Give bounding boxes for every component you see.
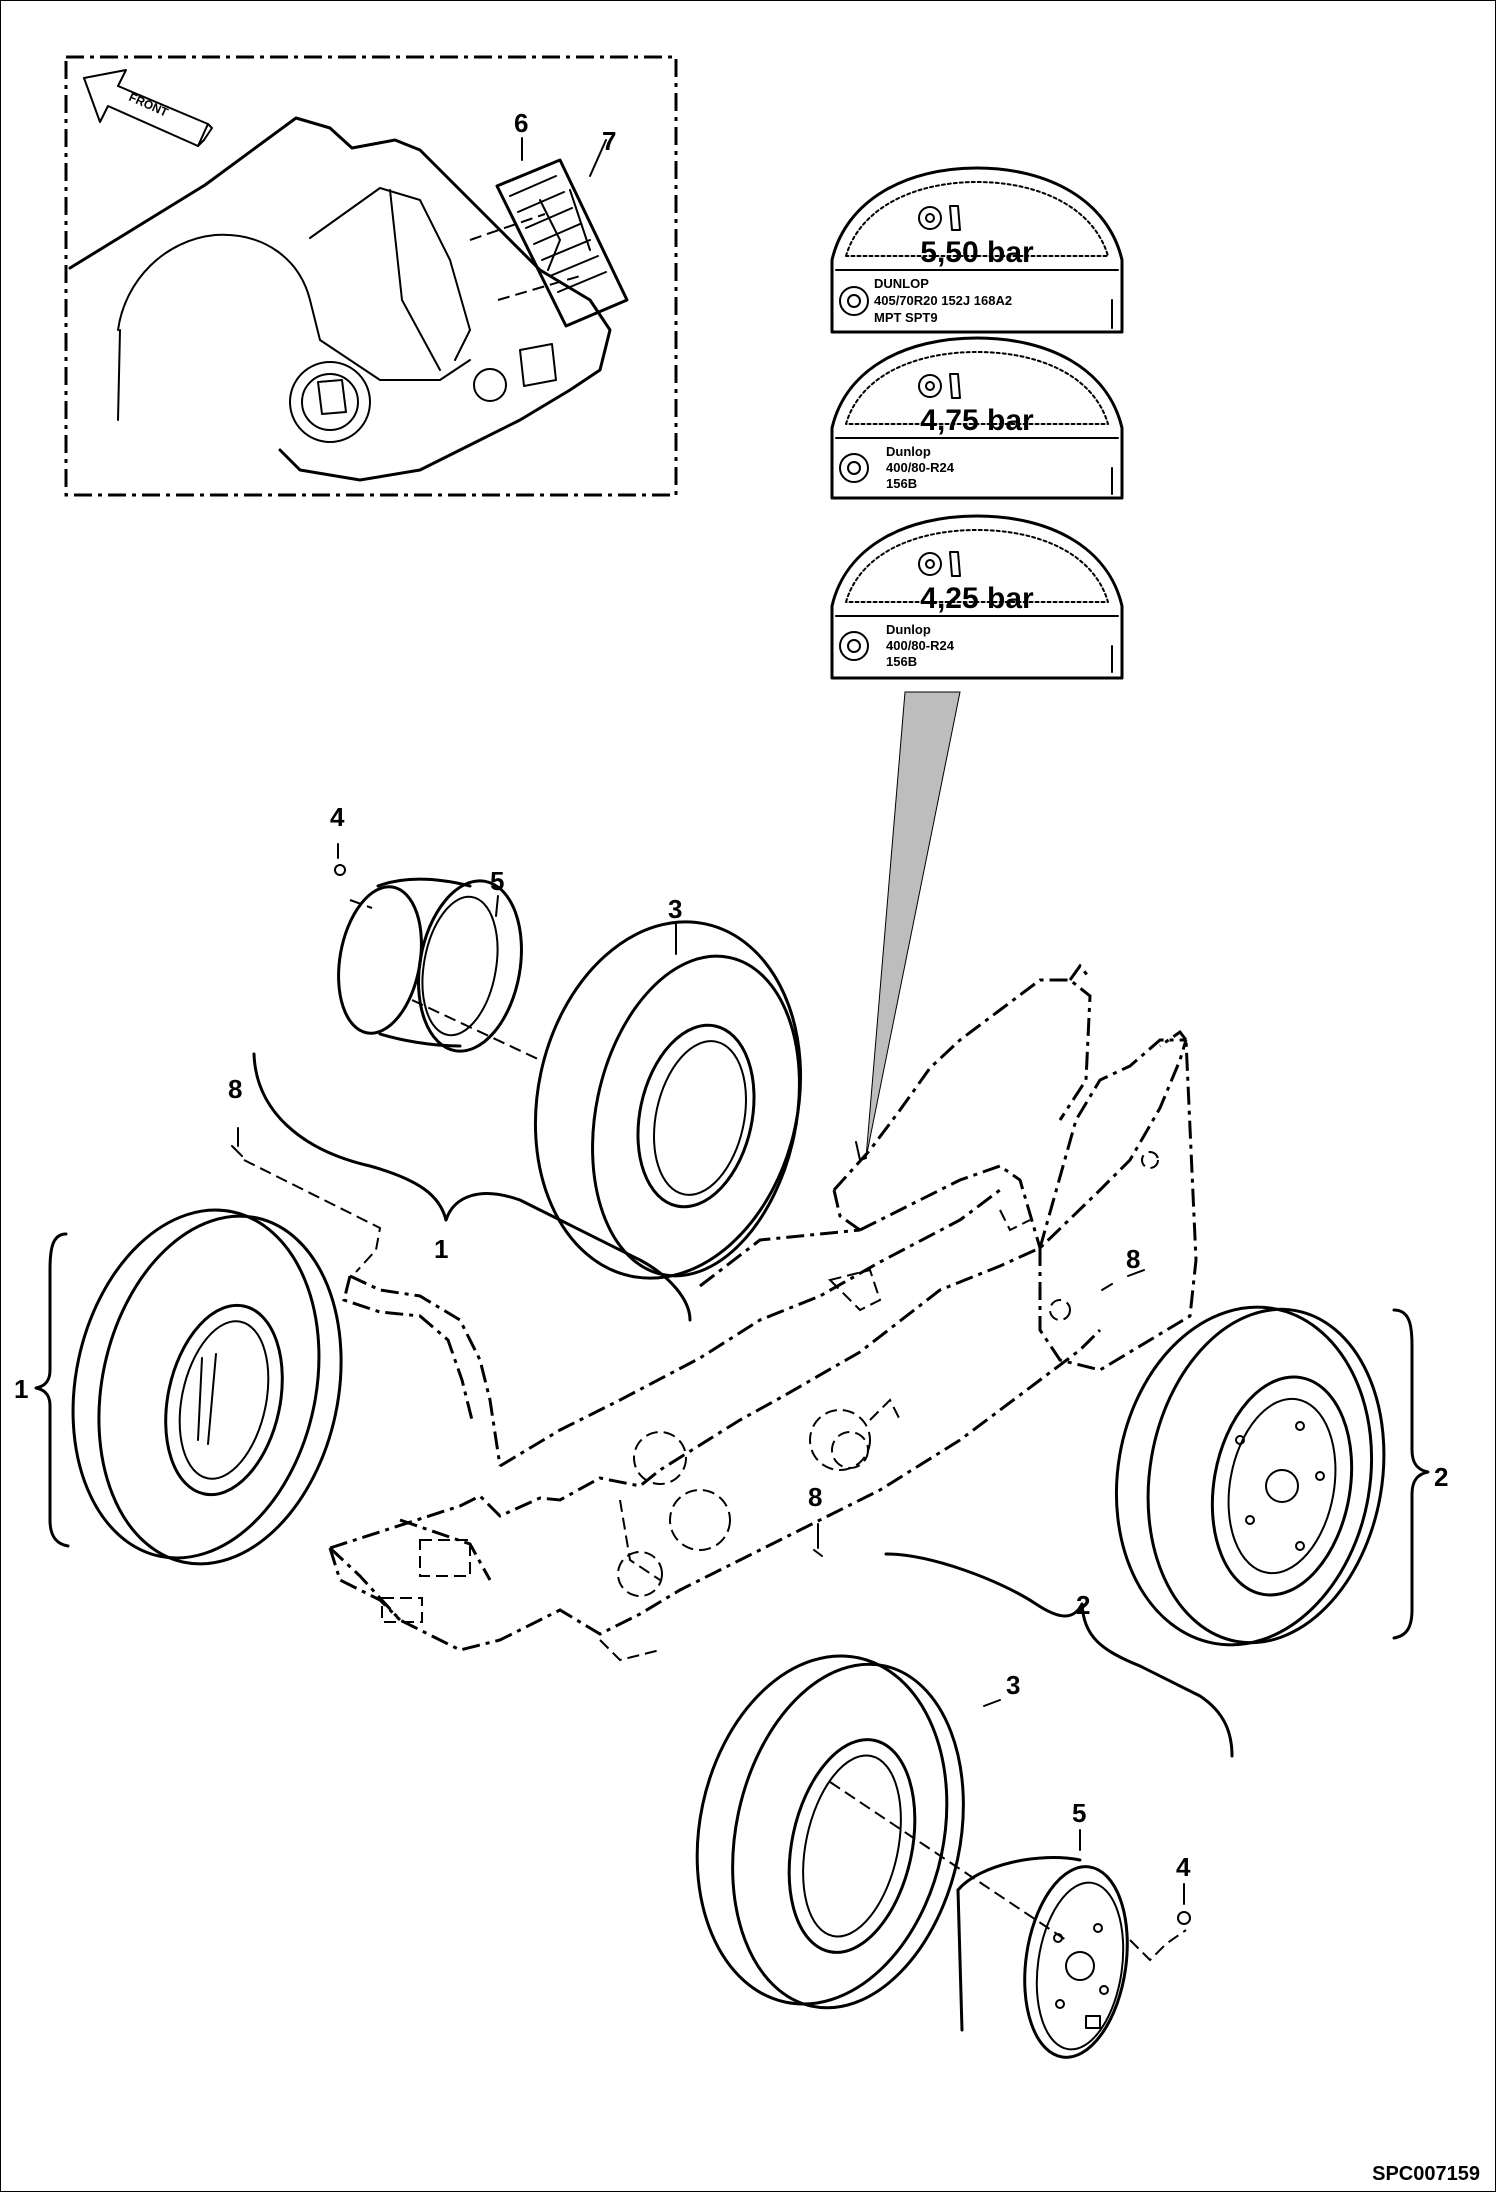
reference-code: SPC007159 [1372,2163,1480,2185]
callout-3-top: 3 [668,894,682,924]
front-label: FRONT [127,90,171,120]
decal-4-25-bar: 4,25 bar Dunlop 400/80-R24 156B [830,514,1124,680]
decal-3-pressure: 4,25 bar [920,582,1034,615]
wheel-assembly-1-exploded: 4 5 3 [330,802,803,1280]
callout-8-left: 8 [228,1074,242,1104]
inset-decal-plate [495,158,629,328]
callout-4-bottom: 4 [1176,1852,1191,1882]
callout-5-bottom: 5 [1072,1798,1086,1828]
connector-8-left: 8 [228,1074,382,1273]
rim-5-top [337,877,523,1053]
bracket-2: 2 [884,1552,1234,1758]
decal-4-75-bar: 4,75 bar Dunlop 400/80-R24 156B [830,336,1124,500]
wheel-1-left: 1 [14,1208,343,1566]
tyre-3-bottom [695,1654,965,2010]
callout-2-side: 2 [1434,1462,1448,1492]
decal-1-brand: DUNLOP [874,276,929,291]
decal-1-size: 405/70R20 152J 168A2 [874,293,1012,308]
decal-1-model: MPT SPT9 [874,310,938,325]
decal-1-pressure: 5,50 bar [920,236,1034,269]
rim-5-bottom [956,1856,1129,2059]
callout-6: 6 [514,108,528,138]
callout-3-bottom: 3 [1006,1670,1020,1700]
front-arrow-icon: FRONT [83,69,213,147]
callout-4-top: 4 [330,802,345,832]
connector-8-right: 8 [1101,1244,1145,1291]
callout-7: 7 [602,126,616,156]
callout-1-side: 1 [14,1374,28,1404]
chassis-frame [328,963,1198,1662]
decal-2-brand: Dunlop [886,444,931,459]
callout-5-top: 5 [490,866,504,896]
decal-2-size: 400/80-R24 [886,460,955,475]
decal-target [855,1141,867,1161]
decal-3-model: 156B [886,654,917,669]
callout-2-bracket: 2 [1076,1590,1090,1620]
bracket-1: 1 [252,1052,692,1322]
decal-2-pressure: 4,75 bar [920,404,1034,437]
wheel-assembly-2-exploded: 3 5 4 [695,1654,1191,2059]
tire-pressure-decals: 5,50 bar DUNLOP 405/70R20 152J 168A2 MPT… [830,166,1124,1159]
callout-8-center: 8 [808,1482,822,1512]
wheel-2-right: 2 [1114,1305,1448,1647]
decal-2-model: 156B [886,476,917,491]
inset-panel: FRONT 6 7 [64,55,678,497]
callout-1-bracket: 1 [434,1234,448,1264]
decal-3-size: 400/80-R24 [886,638,955,653]
decal-pointer [865,691,961,1159]
decal-3-brand: Dunlop [886,622,931,637]
callout-8-right: 8 [1126,1244,1140,1274]
decal-5-50-bar: 5,50 bar DUNLOP 405/70R20 152J 168A2 MPT… [830,166,1124,334]
tyre-3-top [533,920,803,1280]
connector-8-center: 8 [808,1482,823,1557]
